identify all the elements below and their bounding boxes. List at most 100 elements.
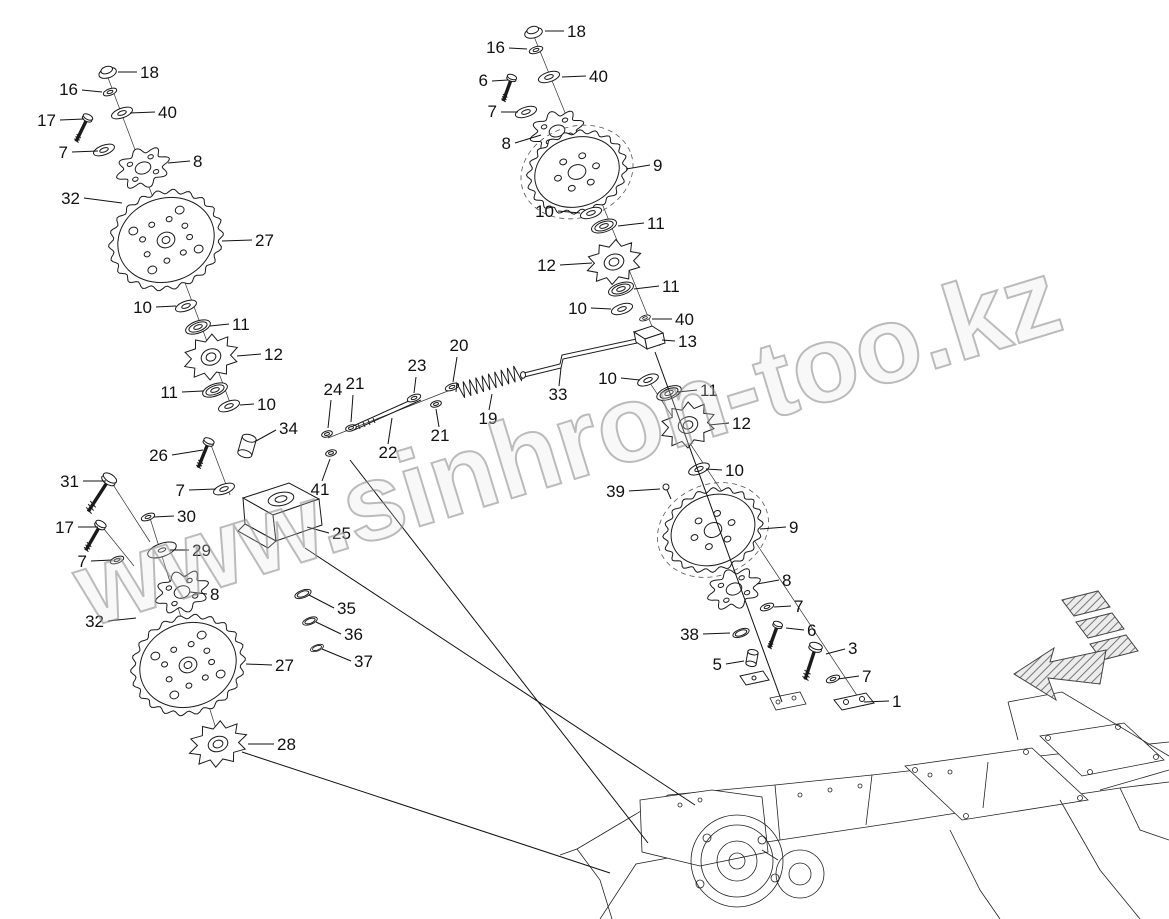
ring-38-part [731, 626, 751, 640]
callout-leader-9 [625, 164, 651, 170]
sprocket-12-part [176, 326, 246, 388]
callout-leader-12 [559, 262, 593, 266]
callout-leader-8 [756, 579, 780, 585]
callout-leader-11 [617, 222, 645, 227]
ring-37-part [309, 642, 325, 654]
bolt-6-part [763, 618, 785, 652]
callout-leader-11 [633, 285, 660, 290]
bolt-26-part [191, 434, 217, 472]
assembly-right-middle [635, 370, 875, 711]
callout-label-16: 16 [59, 80, 78, 99]
callout-leader-34 [255, 429, 277, 442]
callout-leader-1 [863, 700, 890, 703]
callout-label-7: 7 [488, 102, 497, 121]
washer-7-part [91, 141, 117, 159]
nut-21-part [429, 399, 443, 409]
callout-label-6: 6 [807, 621, 816, 640]
callout-label-17: 17 [37, 111, 56, 130]
callout-label-6: 6 [479, 71, 488, 90]
callout-label-31: 31 [60, 472, 79, 491]
callout-label-40: 40 [675, 310, 694, 329]
callout-leader-19 [488, 393, 493, 411]
callout-label-10: 10 [133, 298, 152, 317]
callout-leader-7 [90, 559, 113, 562]
callout-label-41: 41 [311, 480, 330, 499]
callout-leader-20 [452, 356, 458, 383]
callout-label-27: 27 [275, 656, 294, 675]
callout-leader-22 [387, 417, 393, 445]
callout-label-16: 16 [486, 38, 505, 57]
callout-leader-7 [773, 605, 792, 608]
callout-leader-39 [628, 488, 661, 492]
callout-leader-11 [677, 389, 698, 393]
callout-leader-10 [705, 468, 723, 471]
callout-label-8: 8 [210, 585, 219, 604]
callout-label-10: 10 [568, 299, 587, 318]
bracket-13-part [632, 325, 666, 351]
ring-35-part [293, 587, 313, 601]
callout-leader-17 [59, 118, 85, 121]
callout-label-24: 24 [324, 380, 343, 399]
sprocket-12-part [580, 233, 648, 291]
callout-leader-7 [837, 675, 860, 680]
gearbox-housing-25-part [237, 482, 323, 549]
callout-label-18: 18 [567, 22, 586, 41]
callout-label-19: 19 [479, 409, 498, 428]
locating-leader-lines [241, 351, 783, 874]
callout-label-11: 11 [662, 277, 680, 296]
callout-leader-21 [350, 394, 354, 423]
callout-label-8: 8 [193, 152, 202, 171]
callout-leader-27 [221, 239, 253, 242]
callout-label-34: 34 [279, 419, 298, 438]
callout-leader-40 [129, 111, 156, 114]
screw-39-part [662, 483, 672, 500]
cap-18-part [522, 23, 545, 41]
callout-label-32: 32 [85, 612, 104, 631]
callout-leader-13 [661, 339, 676, 342]
callout-leader-7 [71, 150, 99, 153]
callout-leader-21 [435, 408, 440, 428]
callout-label-11: 11 [160, 383, 178, 402]
callout-label-8: 8 [782, 571, 791, 590]
callout-leader-37 [321, 648, 352, 662]
callout-leader-16 [81, 89, 103, 93]
ring-36-part [301, 614, 319, 628]
callout-label-40: 40 [158, 103, 177, 122]
plate-1-part [833, 692, 875, 711]
callout-leader-23 [413, 376, 417, 394]
bolt-31-part [82, 471, 118, 516]
callout-leader-26 [171, 449, 204, 456]
callout-leader-10 [557, 210, 581, 214]
callout-label-12: 12 [732, 414, 751, 433]
callout-label-11: 11 [232, 315, 250, 334]
direction-arrow [1013, 590, 1139, 702]
callout-label-39: 39 [606, 482, 625, 501]
pin-5-part [739, 648, 770, 686]
callout-label-13: 13 [678, 332, 697, 351]
washer-16-part [101, 86, 119, 98]
callout-label-7: 7 [78, 552, 87, 571]
assembly-tension-rod [320, 313, 666, 439]
washer-20-part [443, 381, 461, 393]
callout-label-8: 8 [502, 134, 511, 153]
callout-leader-38 [702, 632, 731, 635]
callout-label-7: 7 [59, 143, 68, 162]
sprocket-flange-8-part [109, 138, 177, 198]
callout-leader-24 [327, 399, 332, 429]
callout-label-9: 9 [653, 156, 662, 175]
spacer-34-part [236, 432, 258, 460]
callout-label-10: 10 [257, 395, 276, 414]
callout-leader-11 [181, 390, 204, 393]
bolt-6-part [497, 71, 519, 105]
callout-leader-12 [708, 422, 730, 426]
hatched-stripe [1075, 612, 1125, 639]
callout-label-12: 12 [537, 256, 556, 275]
callout-leader-5 [725, 660, 745, 665]
callout-leader-9 [759, 526, 787, 530]
callout-label-38: 38 [680, 625, 699, 644]
callout-leader-25 [306, 526, 330, 534]
callout-leader-3 [825, 648, 846, 655]
callout-leader-32 [107, 617, 137, 622]
callout-label-28: 28 [277, 735, 296, 754]
callout-label-12: 12 [264, 345, 283, 364]
